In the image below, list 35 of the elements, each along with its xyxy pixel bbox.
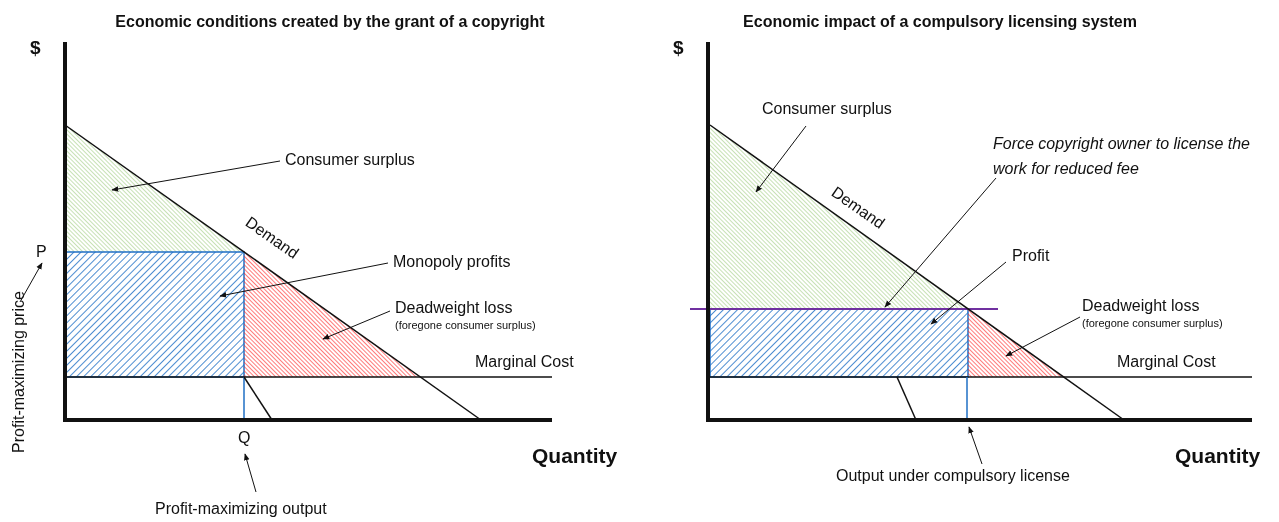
- curve-label: Marginal Cost: [475, 352, 574, 372]
- leader-arrow: [322, 310, 391, 340]
- price-line: [689, 308, 999, 310]
- area-label: Deadweight loss: [1082, 296, 1201, 316]
- quantity-label: Q: [238, 428, 251, 448]
- area-note: (foregone consumer surplus): [395, 318, 536, 332]
- leader-arrow: [1005, 316, 1081, 357]
- area-label: Consumer surplus: [762, 99, 892, 119]
- profit-area: [709, 308, 969, 378]
- axis-note: Output under compulsory license: [836, 466, 1070, 486]
- axis-title: $: [673, 36, 684, 59]
- area-note: (foregone consumer surplus): [1082, 316, 1223, 330]
- profit-area: [64, 251, 245, 378]
- leader-arrow: [244, 453, 257, 493]
- axis-title: Quantity: [1175, 443, 1261, 468]
- chart-title: Economic impact of a compulsory licensing system: [743, 12, 1137, 32]
- axis-note: Profit-maximizing price: [9, 291, 29, 453]
- axis-title: Quantity: [532, 443, 618, 468]
- area-label: Monopoly profits: [393, 252, 511, 272]
- leader-arrow: [930, 261, 1007, 325]
- axis-note: Profit-maximizing output: [155, 499, 327, 519]
- price-label: P: [36, 242, 47, 262]
- curve-label: Marginal Cost: [1117, 352, 1216, 372]
- chart-title: Economic conditions created by the grant of a copyright: [115, 12, 545, 32]
- leader-arrow: [968, 426, 983, 465]
- leader-arrow: [755, 125, 807, 193]
- leader-arrow: [219, 262, 389, 298]
- leader-arrow: [884, 177, 997, 308]
- leader-arrow: [19, 262, 43, 303]
- area-label: Consumer surplus: [285, 150, 415, 170]
- axis-title: $: [30, 36, 41, 59]
- annotation-text: Force copyright owner to license the work for reduced fee: [993, 131, 1253, 181]
- area-label: Profit: [1012, 246, 1050, 266]
- area-label: Deadweight loss: [395, 298, 514, 318]
- leader-arrow: [111, 160, 281, 192]
